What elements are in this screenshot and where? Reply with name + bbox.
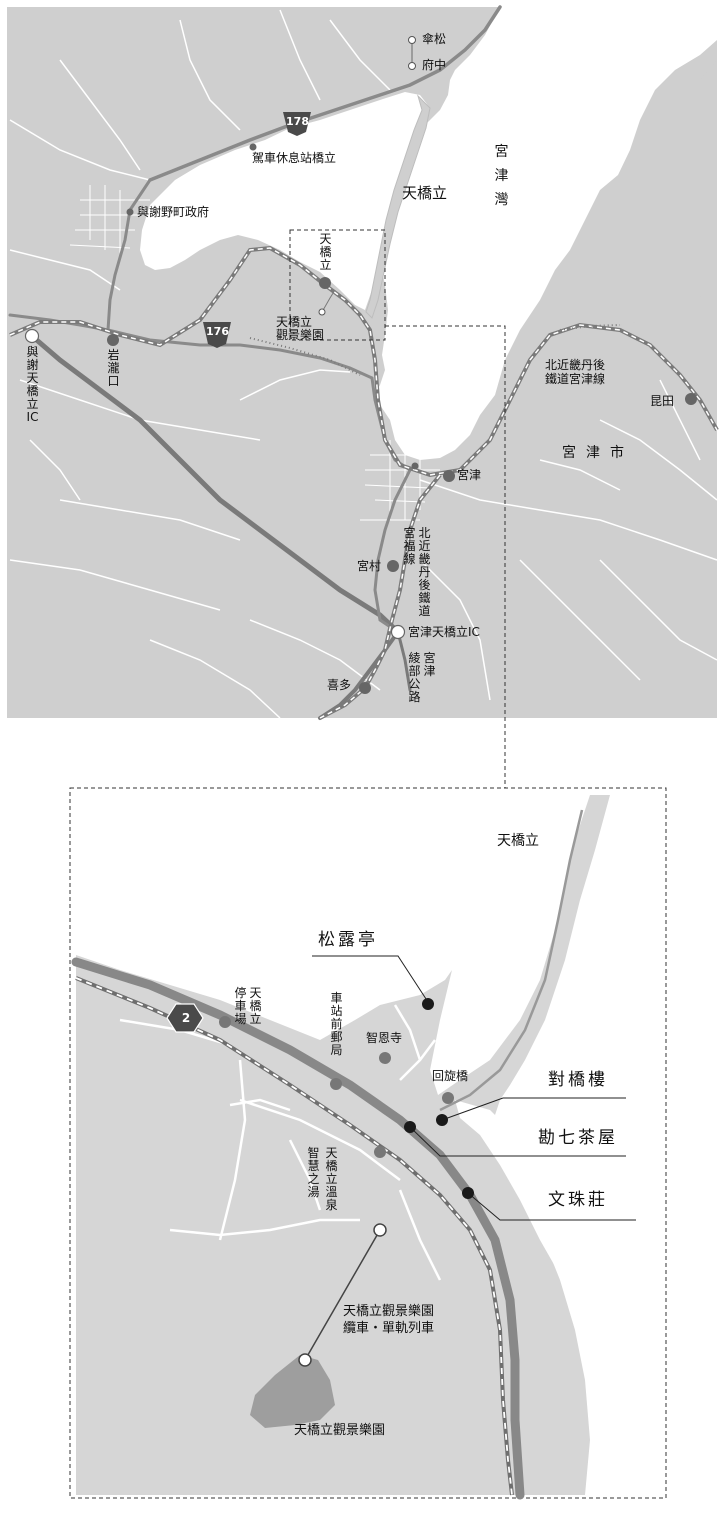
highlight-taikyoro: 對橋樓: [548, 1070, 608, 1090]
bay-label: 宮津灣: [494, 144, 509, 208]
park-label: 天橋立觀景樂園: [276, 315, 325, 342]
district-label: 宮津市: [562, 445, 634, 461]
inset-connector: [385, 325, 506, 788]
onsen-subname-vertical: 智慧之湯: [307, 1146, 320, 1199]
route-shield-176: [203, 322, 231, 348]
detail-minor-roads: [119, 1004, 442, 1281]
yosano-ic-label: 與謝天橋立IC: [26, 345, 39, 424]
bridge-label: 回旋橋: [432, 1069, 469, 1083]
minor-roads: [9, 9, 718, 719]
station-konda: 昆田: [650, 394, 675, 408]
detail-canal: [455, 1100, 568, 1275]
lagoon-label: 天橋立: [402, 184, 448, 202]
ropeway-line: [304, 1229, 381, 1361]
station-amanohashidate: 天橋立: [319, 232, 332, 272]
park-area: [250, 1355, 335, 1428]
railway: [9, 40, 719, 720]
miyazu-ic-label: 宮津天橋立IC: [408, 625, 480, 639]
route-176-label: 176: [206, 325, 229, 338]
station-dots: [24, 36, 697, 694]
detail-railway: [75, 977, 513, 1496]
national-route-2: [71, 957, 525, 1500]
station-kita: 喜多: [327, 678, 352, 692]
highlight-dots: [404, 998, 474, 1199]
ropeway-label-line2: 纜車・單軌列車: [343, 1321, 435, 1336]
station-iwataki: 岩瀧口: [107, 348, 120, 388]
ropeway-label-line1: 天橋立觀景樂園: [343, 1304, 435, 1319]
temple-label: 智恩寺: [366, 1031, 403, 1045]
detail-park-label: 天橋立觀景樂園: [294, 1423, 386, 1438]
route-shield-178: [283, 112, 311, 136]
miyazu-line-label: 北近畿丹後鐵道宮津線: [545, 358, 606, 386]
sandbar: [365, 94, 431, 319]
sandbar-label: 天橋立: [497, 833, 539, 849]
route-178-label: 178: [286, 115, 309, 128]
ropeway-label: 天橋立觀景樂園 纜車・單軌列車: [343, 1303, 434, 1337]
highlight-monjuso: 文珠莊: [548, 1190, 608, 1210]
bay-water: [375, 7, 717, 460]
route-shield-2: [166, 1003, 204, 1033]
post-office-label: 車站前郵局: [330, 991, 343, 1057]
detail-land: [76, 795, 610, 1495]
highlight-kanshichi: 勘七茶屋: [538, 1128, 618, 1148]
detail-map: [69, 787, 667, 1500]
station-kasamatsu: 傘松: [422, 32, 447, 46]
route-2-label: 2: [181, 1011, 191, 1025]
detail-poi-dots: [219, 1016, 454, 1158]
top-map: [7, 5, 719, 788]
station-fuchu: 府中: [422, 58, 447, 72]
town-office-label: 與謝野町政府: [137, 205, 210, 219]
inset-box: [289, 229, 386, 341]
rest-area-label: 駕車休息站橋立: [252, 151, 337, 165]
east-peninsula: [550, 60, 717, 335]
onsen-name-vertical: 天橋立溫泉: [325, 1146, 338, 1212]
aso-lagoon: [140, 92, 430, 310]
sandbar-road: [439, 809, 584, 1112]
leader-lines: [312, 955, 636, 1221]
highlight-shourotei: 松露亭: [318, 930, 378, 950]
station-miyamura: 宮村: [357, 559, 382, 573]
station-miyazu: 宮津: [457, 468, 482, 482]
